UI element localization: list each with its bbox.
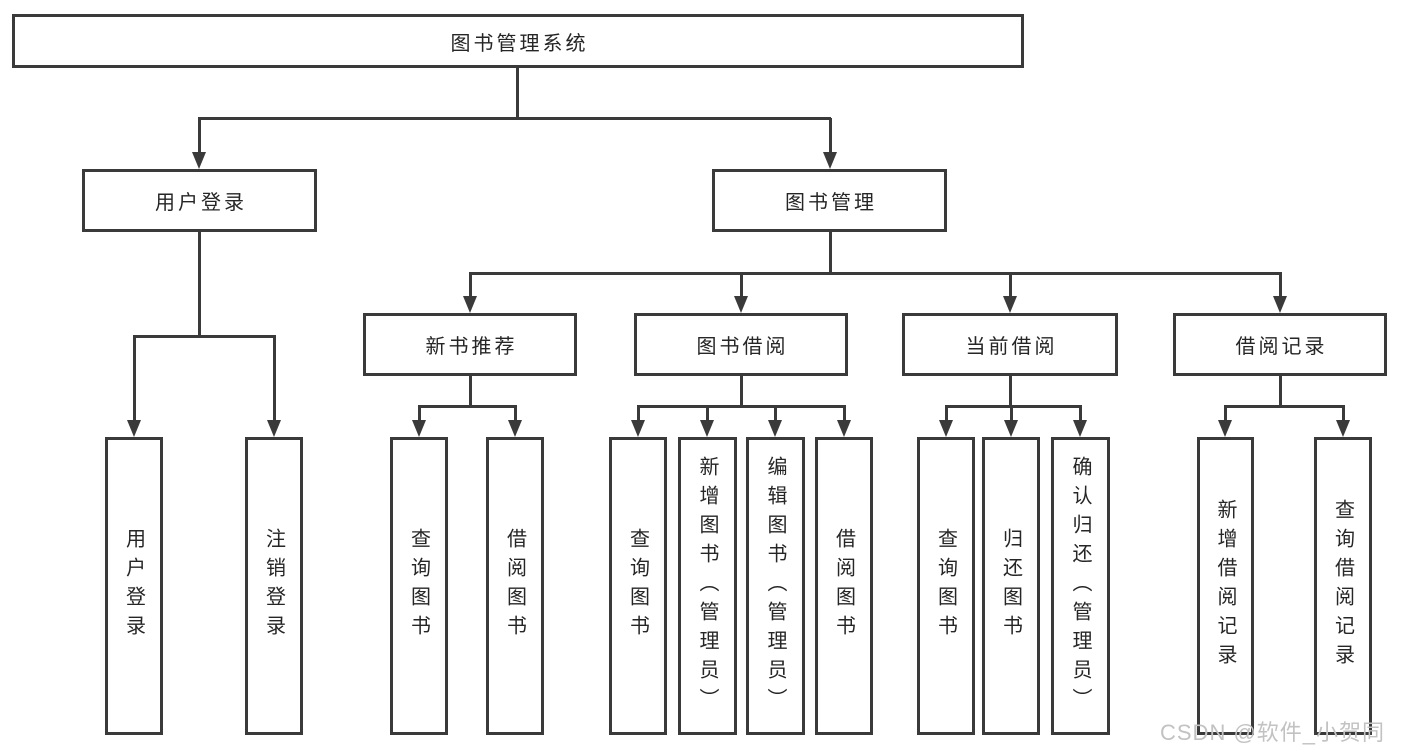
connector-user-login-stub bbox=[198, 230, 201, 337]
connector-arrow-shaft bbox=[1010, 406, 1013, 421]
connector-arrow-shaft bbox=[1009, 273, 1012, 297]
connector-arrow-shaft bbox=[740, 273, 743, 297]
connector-new-book-stub bbox=[469, 374, 472, 407]
arrow-down-icon bbox=[267, 420, 281, 437]
connector-book-mgmt-stub bbox=[829, 230, 832, 274]
connector-current-borrow-bus bbox=[945, 405, 1082, 408]
connector-arrow-shaft bbox=[1279, 273, 1282, 297]
connector-arrow-shaft bbox=[133, 336, 136, 421]
connector-arrow-shaft bbox=[1342, 406, 1345, 421]
connector-arrow-shaft bbox=[273, 336, 276, 421]
watermark: CSDN @软件_小贺同学 bbox=[1160, 720, 1386, 745]
connector-level2-bus bbox=[469, 272, 1282, 275]
node-book-management: 图书管理 bbox=[712, 169, 947, 232]
connector-arrow-shaft bbox=[198, 118, 201, 153]
arrow-down-icon bbox=[1073, 420, 1087, 437]
node-new-book-recommend: 新书推荐 bbox=[363, 313, 577, 376]
leaf-borrow-books-recommend: 借阅图书 bbox=[486, 437, 544, 735]
arrow-down-icon bbox=[192, 152, 206, 169]
arrow-down-icon bbox=[631, 420, 645, 437]
connector-new-book-bus bbox=[418, 405, 517, 408]
connector-book-borrow-bus bbox=[637, 405, 846, 408]
leaf-query-books-recommend: 查询图书 bbox=[390, 437, 448, 735]
arrow-down-icon bbox=[127, 420, 141, 437]
node-root: 图书管理系统 bbox=[12, 14, 1024, 68]
arrow-down-icon bbox=[823, 152, 837, 169]
leaf-user-login: 用户登录 bbox=[105, 437, 163, 735]
node-user-login: 用户登录 bbox=[82, 169, 317, 232]
arrow-down-icon bbox=[508, 420, 522, 437]
leaf-logout: 注销登录 bbox=[245, 437, 303, 735]
leaf-add-borrow-record: 新增借阅记录 bbox=[1197, 437, 1254, 735]
connector-arrow-shaft bbox=[1224, 406, 1227, 421]
connector-arrow-shaft bbox=[945, 406, 948, 421]
arrow-down-icon bbox=[768, 420, 782, 437]
arrow-down-icon bbox=[1336, 420, 1350, 437]
arrow-down-icon bbox=[1218, 420, 1232, 437]
leaf-confirm-return-admin: 确认归还（管理员） bbox=[1051, 437, 1110, 735]
leaf-query-books-current: 查询图书 bbox=[917, 437, 975, 735]
connector-root-stub bbox=[516, 66, 519, 119]
leaf-add-books-admin: 新增图书（管理员） bbox=[678, 437, 737, 735]
connector-arrow-shaft bbox=[637, 406, 640, 421]
leaf-query-books-borrow: 查询图书 bbox=[609, 437, 667, 735]
connector-arrow-shaft bbox=[1079, 406, 1082, 421]
arrow-down-icon bbox=[412, 420, 426, 437]
connector-current-borrow-stub bbox=[1009, 374, 1012, 407]
arrow-down-icon bbox=[939, 420, 953, 437]
arrow-down-icon bbox=[837, 420, 851, 437]
node-current-borrow: 当前借阅 bbox=[902, 313, 1118, 376]
arrow-down-icon bbox=[734, 296, 748, 313]
connector-book-borrow-stub bbox=[740, 374, 743, 407]
connector-arrow-shaft bbox=[843, 406, 846, 421]
connector-arrow-shaft bbox=[706, 406, 709, 421]
arrow-down-icon bbox=[1273, 296, 1287, 313]
arrow-down-icon bbox=[1003, 296, 1017, 313]
connector-arrow-shaft bbox=[418, 406, 421, 421]
connector-arrow-shaft bbox=[469, 273, 472, 297]
connector-arrow-shaft bbox=[514, 406, 517, 421]
connector-borrow-record-bus bbox=[1224, 405, 1345, 408]
arrow-down-icon bbox=[463, 296, 477, 313]
leaf-query-borrow-record: 查询借阅记录 bbox=[1314, 437, 1372, 735]
node-borrow-record: 借阅记录 bbox=[1173, 313, 1387, 376]
connector-arrow-shaft bbox=[774, 406, 777, 421]
connector-arrow-shaft bbox=[829, 118, 832, 153]
leaf-borrow-books: 借阅图书 bbox=[815, 437, 873, 735]
connector-borrow-record-stub bbox=[1279, 374, 1282, 407]
leaf-edit-books-admin: 编辑图书（管理员） bbox=[746, 437, 805, 735]
connector-user-login-bus bbox=[133, 335, 276, 338]
connector-level1-bus bbox=[198, 117, 831, 120]
leaf-return-books: 归还图书 bbox=[982, 437, 1040, 735]
arrow-down-icon bbox=[1004, 420, 1018, 437]
node-book-borrow: 图书借阅 bbox=[634, 313, 848, 376]
arrow-down-icon bbox=[700, 420, 714, 437]
